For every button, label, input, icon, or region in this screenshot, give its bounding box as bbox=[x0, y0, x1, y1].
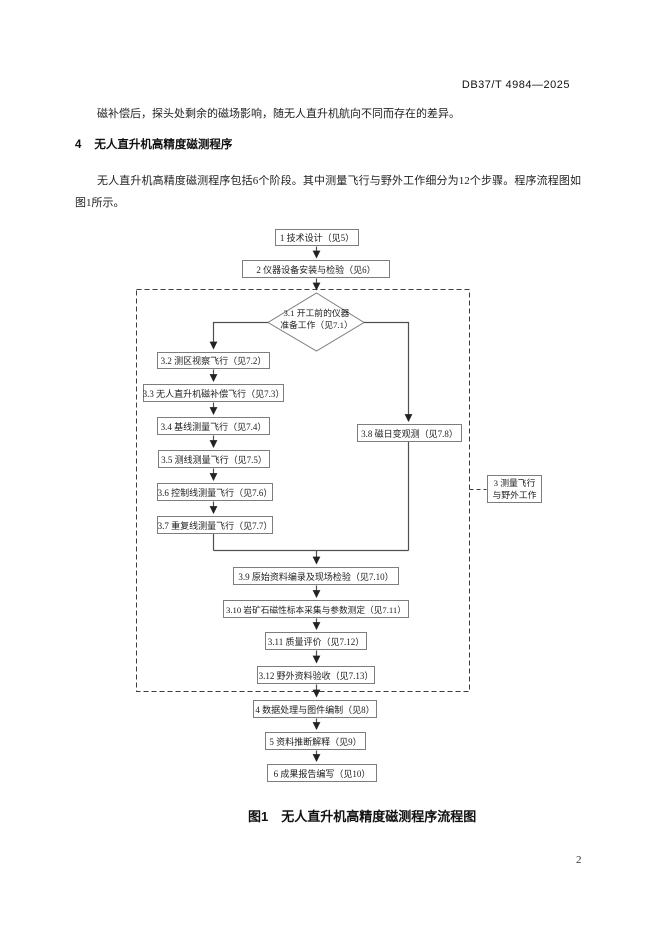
figure-caption-label: 图1 bbox=[248, 809, 269, 824]
connector-d31-n32 bbox=[209, 321, 268, 350]
diamond-label-line1: 3.1 开工前的仪器 bbox=[283, 308, 350, 318]
connector-d31-n38 bbox=[364, 321, 413, 422]
flow-node-6-report-writing: 6 成果报告编写（见10） bbox=[267, 764, 377, 782]
flow-node-3-8-diurnal-observation: 3.8 磁日变观测（见7.8） bbox=[357, 424, 462, 442]
section-title: 无人直升机高精度磁测程序 bbox=[94, 139, 233, 151]
doc-code-header: DB37/T 4984—2025 bbox=[461, 79, 570, 91]
flow-node-3-3-compensation-flight: 3.3 无人直升机磁补偿飞行（见7.3） bbox=[143, 384, 284, 402]
phase3-dashed-boundary bbox=[136, 289, 470, 692]
flow-node-3-9-data-record-check: 3.9 原始资料编录及现场检验（见7.10） bbox=[233, 567, 399, 585]
decision-diamond bbox=[267, 292, 365, 352]
section-number: 4 bbox=[75, 139, 82, 151]
flow-node-5-interpretation: 5 资料推断解释（见9） bbox=[265, 732, 366, 750]
flow-node-3-2-survey-flight: 3.2 测区视察飞行（见7.2） bbox=[157, 352, 270, 369]
flow-node-3-7-repeat-line-flight: 3.7 重复线测量飞行（见7.7） bbox=[157, 516, 273, 534]
diamond-label-line2: 准备工作（见7.1） bbox=[280, 320, 353, 330]
flow-node-3-6-control-line-flight: 3.6 控制线测量飞行（见7.6） bbox=[157, 483, 273, 501]
flow-node-3-5-line-flight: 3.5 测线测量飞行（见7.5） bbox=[158, 450, 270, 468]
flow-node-3-11-quality-evaluation: 3.11 质量评价（见7.12） bbox=[265, 632, 367, 650]
flow-node-3-4-baseline-flight: 3.4 基线测量飞行（见7.4） bbox=[157, 417, 270, 435]
flow-node-2-equipment-install: 2 仪器设备安装与检验（见6） bbox=[242, 260, 390, 278]
flow-node-3-12-field-data-acceptance: 3.12 野外资料验收（见7.13） bbox=[257, 666, 375, 684]
figure-caption-title: 无人直升机高精度磁测程序流程图 bbox=[281, 809, 477, 824]
flow-node-3-10-rock-sample: 3.10 岩矿石磁性标本采集与参数测定（见7.11） bbox=[223, 600, 409, 618]
figure-caption: 图1 无人直升机高精度磁测程序流程图 bbox=[248, 806, 476, 825]
flow-node-4-data-processing: 4 数据处理与图件编制（见8） bbox=[253, 700, 377, 718]
flow-node-3-1-preparation: 3.1 开工前的仪器 准备工作（见7.1） bbox=[262, 307, 371, 331]
body-paragraph-2: 无人直升机高精度磁测程序包括6个阶段。其中测量飞行与野外工作细分为12个步骤。程… bbox=[75, 175, 581, 209]
flow-sidenote-phase3: 3 测量飞行 与野外工作 bbox=[487, 475, 542, 503]
flow-node-1-technical-design: 1 技术设计（见5） bbox=[275, 229, 359, 246]
sidenote-line2: 与野外工作 bbox=[492, 490, 537, 500]
body-paragraph-1: 磁补偿后，探头处剩余的磁场影响，随无人直升机航向不同而存在的差异。 bbox=[97, 108, 460, 120]
section-heading: 4 无人直升机高精度磁测程序 bbox=[75, 136, 232, 152]
page-number: 2 bbox=[576, 854, 582, 866]
sidenote-line1: 3 测量飞行 bbox=[493, 478, 536, 488]
